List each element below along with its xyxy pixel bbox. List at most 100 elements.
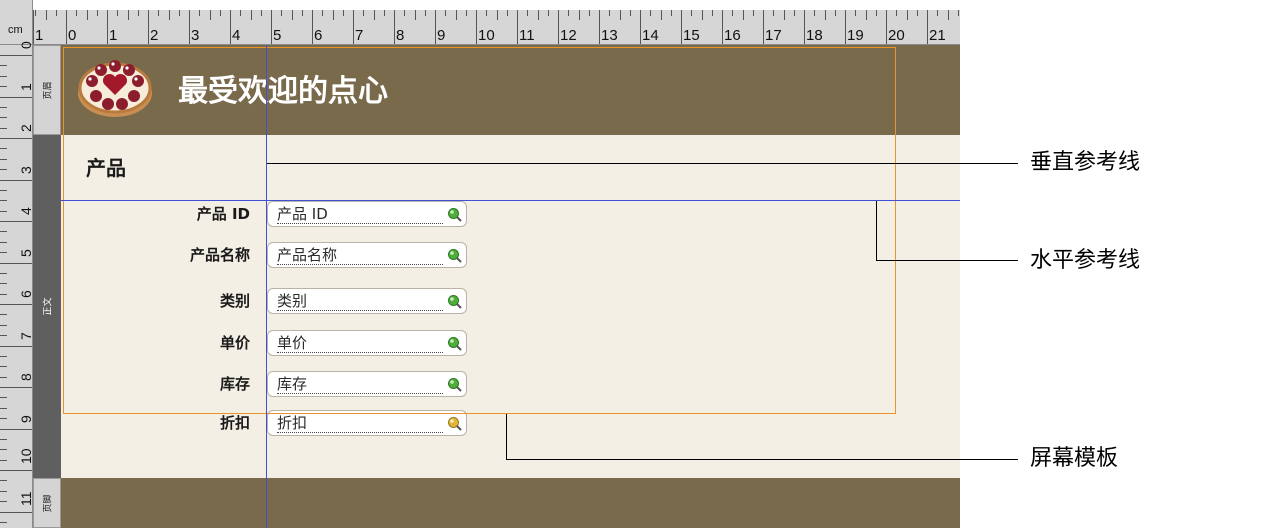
ruler-tick bbox=[794, 10, 795, 16]
ruler-tick bbox=[384, 10, 385, 16]
ruler-tick bbox=[189, 10, 190, 16]
ruler-tick bbox=[353, 10, 354, 44]
page-title[interactable]: 最受欢迎的点心 bbox=[178, 74, 388, 109]
field-label[interactable]: 产品名称 bbox=[189, 246, 250, 264]
field-label[interactable]: 折扣 bbox=[219, 414, 250, 432]
ruler-tick bbox=[579, 10, 580, 20]
ruler-left-number: 9 bbox=[18, 414, 34, 423]
ruler-tick bbox=[927, 10, 928, 16]
ruler-tick bbox=[230, 10, 231, 44]
ruler-tick bbox=[691, 10, 692, 16]
section-title[interactable]: 产品 bbox=[86, 156, 126, 180]
screen-template-outline bbox=[63, 47, 896, 414]
ruler-tick bbox=[46, 10, 47, 20]
ruler-tick bbox=[0, 242, 7, 243]
ruler-tick bbox=[292, 10, 293, 20]
field-input-box[interactable]: 产品名称 bbox=[267, 242, 467, 268]
green-search-icon[interactable] bbox=[447, 248, 462, 263]
ruler-tick bbox=[0, 55, 7, 56]
horizontal-guide-callout-line bbox=[876, 260, 1018, 261]
ruler-tick bbox=[0, 512, 32, 513]
field-label[interactable]: 库存 bbox=[219, 375, 250, 393]
ruler-tick bbox=[333, 10, 334, 20]
ruler-tick bbox=[886, 10, 887, 44]
ruler-tick bbox=[343, 10, 344, 16]
ruler-tick bbox=[148, 10, 149, 16]
ruler-unit-corner: cm bbox=[0, 0, 33, 45]
ruler-tick bbox=[0, 76, 7, 77]
ruler-tick bbox=[312, 10, 313, 16]
ruler-tick bbox=[476, 10, 477, 16]
ruler-top-number: 8 bbox=[396, 27, 405, 44]
field-value: 产品 ID bbox=[277, 205, 443, 224]
body-part-tab[interactable]: 正文 bbox=[33, 135, 61, 478]
ruler-tick bbox=[527, 10, 528, 16]
field-label[interactable]: 单价 bbox=[219, 334, 250, 352]
ruler-tick bbox=[558, 10, 559, 16]
ruler-tick bbox=[0, 408, 7, 409]
vertical-guide[interactable] bbox=[266, 45, 267, 528]
ruler-left-number: 10 bbox=[18, 448, 34, 464]
ruler-tick bbox=[271, 10, 272, 44]
ruler-tick bbox=[0, 512, 7, 513]
field-input-box[interactable]: 折扣 bbox=[267, 410, 467, 436]
field-label[interactable]: 产品 ID bbox=[196, 205, 250, 223]
dessert-tart-icon[interactable] bbox=[76, 55, 154, 121]
green-search-icon[interactable] bbox=[447, 377, 462, 392]
horizontal-guide[interactable] bbox=[61, 200, 960, 201]
yellow-search-icon[interactable] bbox=[447, 416, 462, 431]
ruler-tick bbox=[948, 10, 949, 20]
ruler-tick bbox=[199, 10, 200, 16]
ruler-tick bbox=[0, 397, 7, 398]
header-part-tab[interactable]: 页眉 bbox=[33, 45, 61, 135]
footer-part-tab[interactable]: 页脚 bbox=[33, 478, 61, 528]
body-part-label: 正文 bbox=[43, 297, 54, 316]
field-input-box[interactable]: 单价 bbox=[267, 330, 467, 356]
ruler-tick bbox=[302, 10, 303, 16]
ruler-tick bbox=[0, 86, 7, 87]
vertical-guide-callout: 垂直参考线 bbox=[1030, 150, 1141, 175]
ruler-tick bbox=[0, 138, 32, 139]
ruler-tick bbox=[661, 10, 662, 20]
field-input-box[interactable]: 类别 bbox=[267, 288, 467, 314]
ruler-left-number: 8 bbox=[18, 373, 34, 381]
ruler-left-number: 6 bbox=[18, 290, 34, 298]
green-search-icon[interactable] bbox=[447, 294, 462, 309]
ruler-tick bbox=[107, 10, 108, 16]
ruler-unit-label: cm bbox=[8, 24, 23, 36]
ruler-tick bbox=[0, 387, 7, 388]
ruler-top-number: 20 bbox=[888, 27, 905, 44]
ruler-tick bbox=[0, 429, 7, 430]
ruler-tick bbox=[517, 10, 518, 16]
ruler-tick bbox=[0, 366, 7, 367]
ruler-tick bbox=[763, 10, 764, 16]
ruler-tick bbox=[0, 470, 7, 471]
ruler-tick bbox=[702, 10, 703, 20]
field-input-box[interactable]: 库存 bbox=[267, 371, 467, 397]
screen-template-callout-line bbox=[506, 459, 1018, 460]
green-search-icon[interactable] bbox=[447, 207, 462, 222]
field-input-box[interactable]: 产品 ID bbox=[267, 201, 467, 227]
ruler-left-number: 1 bbox=[18, 82, 34, 91]
ruler-tick bbox=[650, 10, 651, 16]
ruler-tick bbox=[0, 107, 7, 108]
ruler-tick bbox=[722, 10, 723, 16]
ruler-tick bbox=[138, 10, 139, 16]
green-search-icon[interactable] bbox=[447, 336, 462, 351]
ruler-tick bbox=[0, 356, 7, 357]
ruler-tick bbox=[466, 10, 467, 16]
ruler-tick bbox=[855, 10, 856, 16]
ruler-tick bbox=[66, 10, 67, 16]
ruler-tick bbox=[0, 314, 7, 315]
ruler-tick bbox=[35, 10, 36, 16]
ruler-tick bbox=[76, 10, 77, 16]
ruler-tick bbox=[0, 128, 7, 129]
field-label[interactable]: 类别 bbox=[219, 292, 250, 310]
ruler-tick bbox=[425, 10, 426, 16]
ruler-tick bbox=[896, 10, 897, 16]
ruler-tick bbox=[486, 10, 487, 16]
ruler-tick bbox=[0, 346, 7, 347]
ruler-tick bbox=[0, 65, 7, 66]
